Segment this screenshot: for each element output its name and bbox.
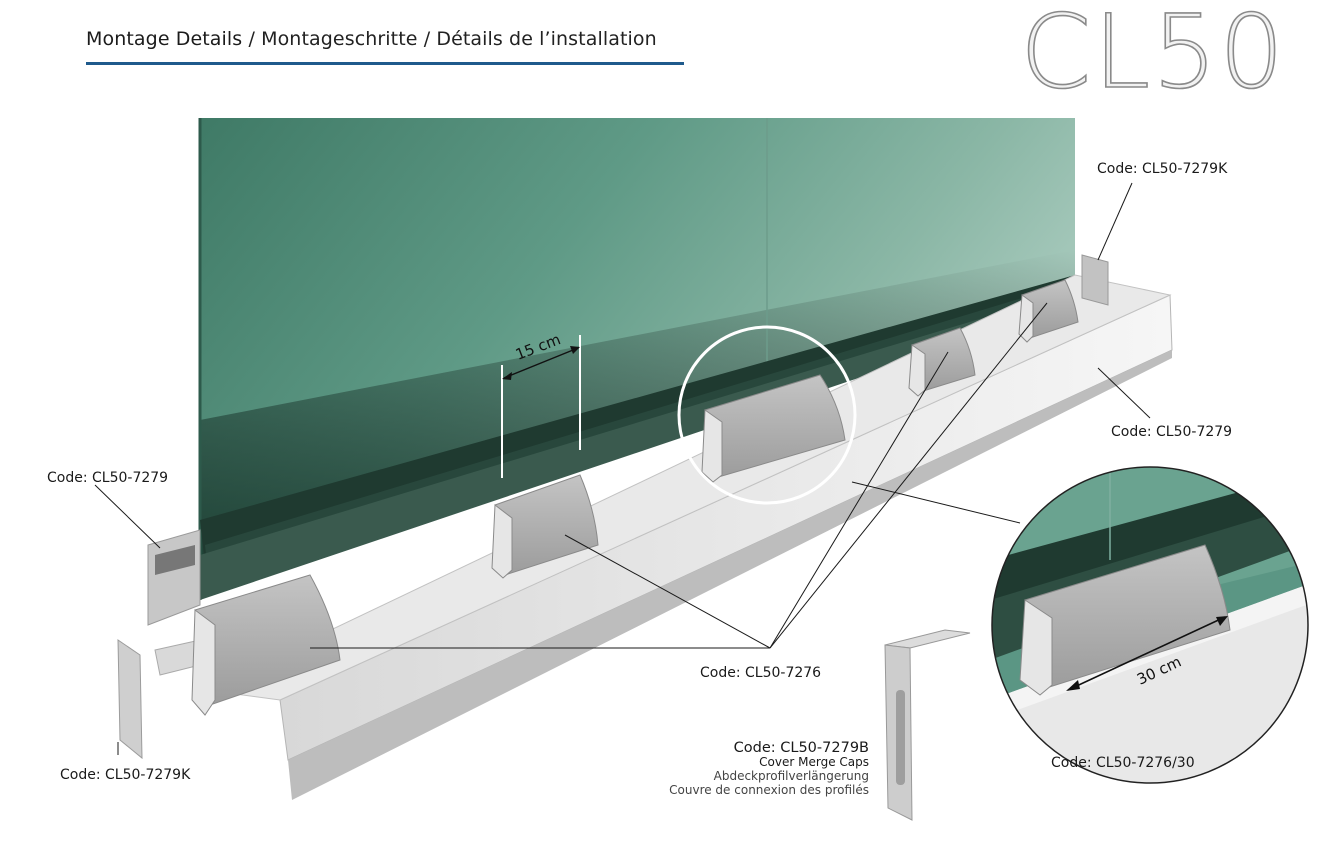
merge-cap-name-en: Cover Merge Caps bbox=[759, 755, 869, 769]
product-brand: CL50 bbox=[1019, 0, 1286, 112]
title-underline bbox=[86, 62, 684, 65]
label-code-7279-left: Code: CL50-7279 bbox=[47, 470, 169, 486]
label-code-7276-30: Code: CL50-7276/30 bbox=[1051, 755, 1195, 771]
left-end-profile bbox=[117, 529, 201, 760]
label-code-7279k-bottom: Code: CL50-7279K bbox=[60, 767, 191, 783]
label-code-7279-right: Code: CL50-7279 bbox=[1111, 424, 1233, 440]
title-french: Détails de l’installation bbox=[436, 28, 657, 50]
title-separator: / bbox=[417, 28, 437, 50]
merge-cap-name-fr: Couvre de connexion des profilés bbox=[669, 783, 869, 797]
merge-cap-name-de: Abdeckprofilverlängerung bbox=[713, 769, 869, 783]
page-title: Montage Details / Montageschritte / Déta… bbox=[86, 28, 657, 50]
merge-cap-description: Code: CL50-7279B Cover Merge Caps Abdeck… bbox=[669, 741, 869, 797]
title-separator: / bbox=[242, 28, 262, 50]
detail-zoom: 30 cm bbox=[992, 467, 1308, 783]
clamp bbox=[491, 474, 599, 579]
clamp bbox=[191, 574, 341, 716]
label-code-7276: Code: CL50-7276 bbox=[700, 665, 822, 681]
leader-lines bbox=[94, 182, 1151, 755]
detail-highlight-circle bbox=[677, 325, 857, 505]
clamp bbox=[1018, 279, 1079, 343]
label-code-7279k-top: Code: CL50-7279K bbox=[1097, 161, 1228, 177]
merge-cap-code: Code: CL50-7279B bbox=[733, 740, 869, 756]
end-cap-right bbox=[1081, 254, 1109, 306]
page-header: Montage Details / Montageschritte / Déta… bbox=[86, 28, 684, 65]
base-channel bbox=[200, 275, 1080, 600]
detail-zoom-border bbox=[991, 466, 1309, 784]
clamp bbox=[701, 374, 846, 483]
title-german: Montageschritte bbox=[261, 28, 418, 50]
title-english: Montage Details bbox=[86, 28, 243, 50]
merge-cap bbox=[884, 629, 971, 821]
